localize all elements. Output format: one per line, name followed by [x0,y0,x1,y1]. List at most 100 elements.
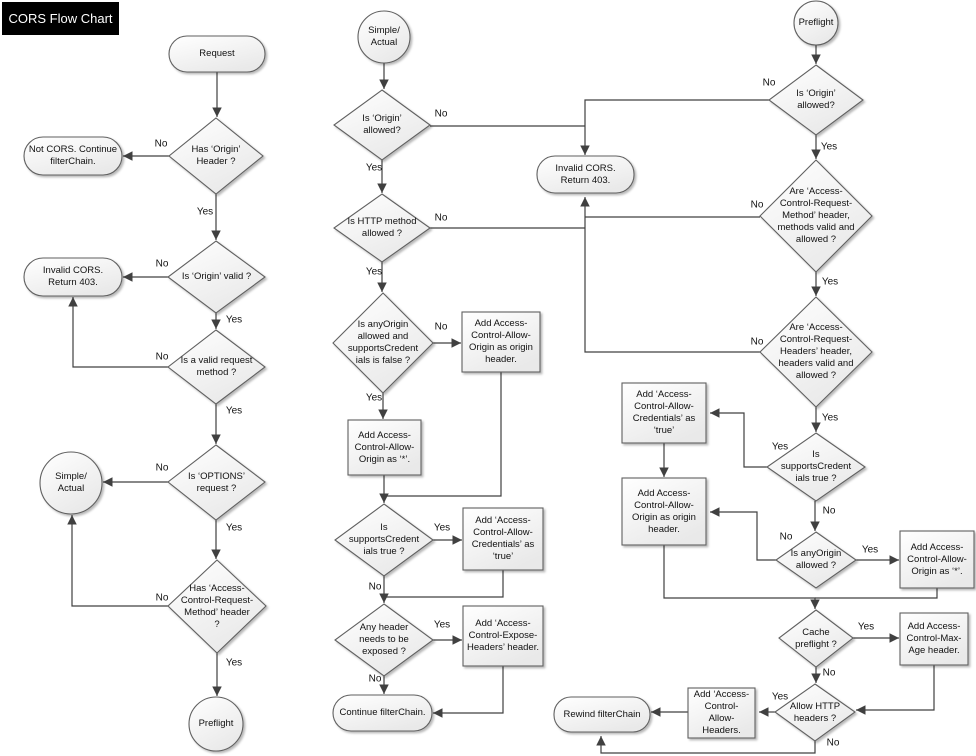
label-d16-no: No [822,667,836,679]
node-is-sc-true-mid: Is supportsCredent ials true ? [348,522,420,557]
label-d3-yes: Yes [225,405,243,417]
has-origin-header-shape [168,117,264,195]
are-acrm-shape [759,159,873,273]
request-shape [168,35,266,73]
edge-r3-down [384,570,504,598]
invalid-cors-left-shape [23,257,123,297]
node-add-acao-origin-right: Add Access- Control-Allow- Origin as ori… [632,487,696,535]
add-aceh-shape [462,605,544,667]
label-d3-no: No [155,351,169,363]
label-d6-yes: Yes [365,162,383,174]
label-d15-no: No [779,531,793,543]
edge-d17-no [596,736,816,754]
label-d12-no: No [750,199,764,211]
edge-d5-no [67,515,168,607]
rewind-filterchain-shape [553,696,651,733]
label-d12-yes: Yes [821,276,839,288]
label-d9-no: No [368,581,382,593]
node-simple-actual-left: Simple/ Actual [55,471,87,494]
label-d13-yes: Yes [821,412,839,424]
edge-d11-no [580,99,769,155]
edge-d14-yes [710,408,767,468]
node-is-valid-method: Is a valid request method ? [180,355,253,378]
label-d1-yes: Yes [196,206,214,218]
edge-r4-to-continue [433,666,504,718]
add-acao-origin-right-shape [621,477,707,546]
is-origin-allowed-right-shape [768,64,864,136]
continue-filterchain-shape [332,694,433,732]
edge-r6-down [663,545,820,609]
node-add-acao-star-mid: Add Access- Control-Allow- Origin as ‘*’… [354,429,415,465]
node-cache-preflight: Cache preflight ? [795,626,837,650]
add-acac-true-right-shape [621,382,707,444]
label-d7-no: No [434,212,448,224]
label-d8-yes: Yes [365,392,383,404]
node-add-acao-origin-mid: Add Access- Control-Allow- Origin as ori… [469,318,533,365]
node-any-header-exposed: Any header needs to be exposed ? [359,622,409,657]
label-d17-yes: Yes [771,691,789,703]
edge-d13-no [580,197,760,353]
label-d14-no: No [822,505,836,517]
node-is-origin-valid: Is ‘Origin’ valid ? [181,271,252,282]
add-acao-star-right-shape [899,530,975,589]
preflight-left-shape [188,696,244,752]
add-acac-true-mid-shape [462,507,544,571]
node-has-origin-header: Has ‘Origin’ Header ? [191,144,241,167]
node-not-cors: Not CORS. Continue filterChain. [28,144,118,167]
label-d5-yes: Yes [225,657,243,669]
label-d11-no: No [762,77,776,89]
label-d15-yes: Yes [861,544,879,556]
node-is-origin-allowed-right: Is ‘Origin’ allowed? [796,88,836,111]
node-add-aceh: Add ‘Access- Control-Expose- Headers’ he… [466,618,539,653]
node-add-acah: Add ‘Access- Control- Allow- Headers. [693,689,750,736]
cache-preflight-shape [778,609,854,668]
has-acrm-shape [167,559,267,654]
edge-d3-no [68,297,168,368]
label-d6-no: No [434,108,448,120]
node-is-sc-true-right: Is supportsCredent ials true ? [780,449,852,484]
is-sc-true-mid-shape [334,503,434,577]
edge-d15-no [710,507,776,561]
allow-http-headers-shape [774,683,856,742]
is-origin-valid-shape [167,240,266,314]
not-cors-shape [23,136,123,176]
node-continue-filterchain: Continue filterChain. [339,707,426,718]
node-are-acrh: Are ‘Access- Control-Request- Headers’ h… [778,322,854,381]
label-d10-yes: Yes [433,619,451,631]
is-anyorigin-sc-shape [332,292,434,394]
node-rewind-filterchain: Rewind filterChain [563,708,641,720]
flow-shapes [23,0,975,752]
flow-edges [67,45,938,754]
simple-actual-left-shape [39,451,103,515]
node-is-origin-allowed-mid: Is ‘Origin’ allowed? [362,113,402,136]
label-d17-no: No [826,737,840,749]
add-acao-origin-mid-shape [461,311,541,373]
node-are-acrm: Are ‘Access- Control-Request- Method’ he… [777,186,855,245]
invalid-cors-mid-shape [536,155,635,194]
label-d9-yes: Yes [433,522,451,534]
node-add-acma: Add Access- Control-Max- Age header. [906,621,962,656]
label-d7-yes: Yes [365,266,383,278]
label-d4-no: No [155,462,169,474]
label-d1-no: No [154,138,168,150]
is-origin-allowed-mid-shape [333,89,431,161]
node-add-acac-true-mid: Add ‘Access- Control-Allow- Credentials’… [471,515,535,562]
label-d2-no: No [155,258,169,270]
add-acma-shape [899,612,969,666]
are-acrh-shape [759,296,873,408]
label-d16-yes: Yes [857,621,875,633]
add-acah-shape [687,687,756,739]
node-is-http-method: Is HTTP method allowed ? [347,216,417,239]
node-add-acac-true-right: Add ‘Access- Control-Allow- Credentials’… [632,389,696,436]
simple-actual-mid-shape [357,10,411,64]
edge-r7-down [815,588,938,599]
node-invalid-cors-left: Invalid CORS. Return 403. [42,265,104,288]
is-http-method-shape [333,193,431,263]
node-request: Request [199,48,235,59]
node-has-acrm: Has ‘Access- Control-Request- Method’ he… [180,582,254,630]
label-d10-no: No [368,673,382,685]
node-is-anyorigin-sc: Is anyOrigin allowed and supportsCredent… [347,319,419,366]
node-simple-actual-mid: Simple/ Actual [368,25,400,48]
